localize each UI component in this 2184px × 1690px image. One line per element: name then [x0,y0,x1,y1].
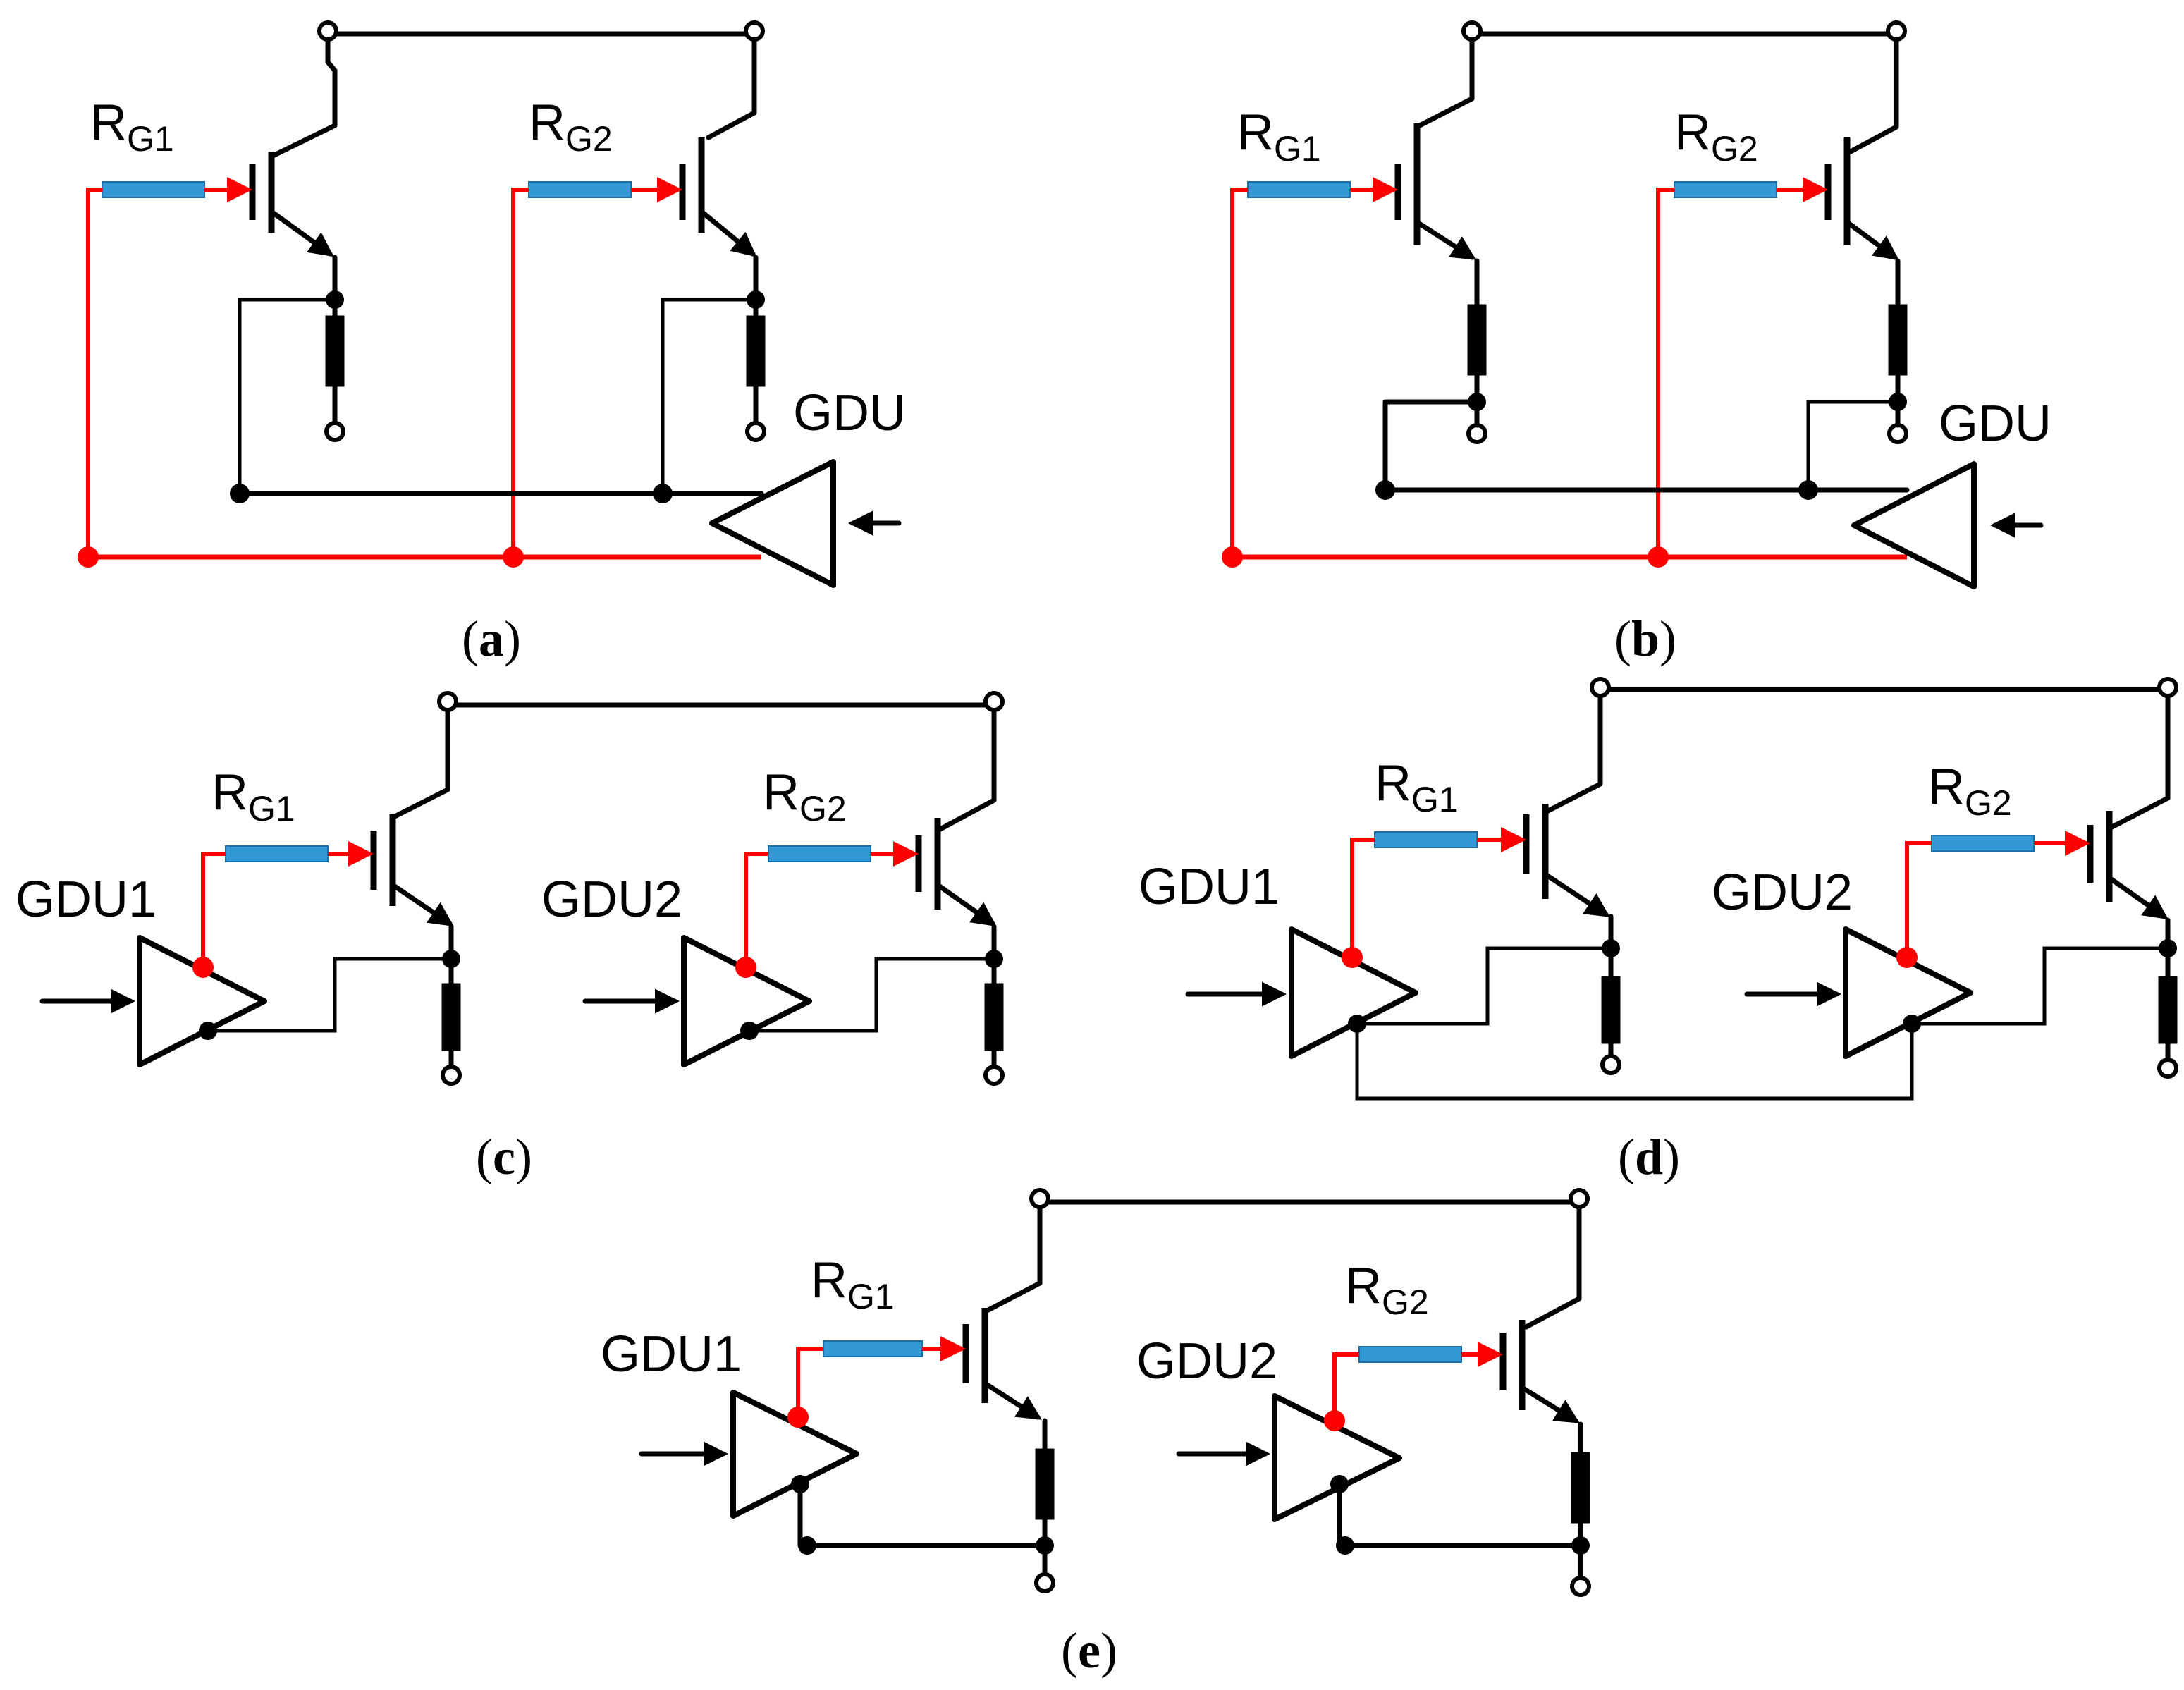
caption-e: (e) [1061,1622,1117,1679]
panel-d: GDU1 GDU2 RG1 RG2 (d) [1139,677,2178,1185]
panel-b: GDU RG1 RG2 (b) [1222,20,2051,667]
collector-bus [1542,677,2178,831]
igbt-1 [249,152,345,442]
driver-reference-link [1355,1024,1914,1101]
igbt-2 [915,818,1005,1086]
igbt-2 [1499,1320,1591,1597]
igbt-1 [1523,804,1621,1075]
gate-resistor-2 [1332,1342,1503,1421]
gate-driver-gdu2 [582,935,994,1067]
gate-resistor-1 [796,1336,966,1417]
collector-bus [269,20,765,159]
gate-driver-gdu2 [1176,1393,1583,1555]
gate-driver-gdu [709,459,902,588]
panel-c: GDU1 GDU2 RG1 RG2 (c) [16,691,1005,1185]
igbt-2 [2087,811,2178,1079]
rg2-label: RG2 [1345,1258,1429,1322]
gdu2-label: GDU2 [541,871,682,928]
gate-driver-gdu1 [1185,926,1611,1059]
collector-bus [1414,20,1907,154]
emitter-return-1 [238,298,335,494]
gdu1-label: GDU1 [1139,859,1280,915]
rg1-label: RG1 [811,1252,895,1316]
caption-a: (a) [462,611,521,667]
rg2-label: RG2 [1928,759,2012,823]
rg1-label: RG1 [90,94,174,159]
rg2-label: RG2 [1674,104,1758,169]
emitter-return-2 [661,298,756,494]
igbt-1 [962,1308,1055,1593]
emitter-return-1 [1382,399,1480,493]
gdu-label: GDU [1939,396,2051,452]
gate-driver-gdu1 [39,935,451,1067]
gdu2-label: GDU2 [1712,864,1853,921]
gate-resistor-1 [1350,827,1526,957]
rg2-label: RG2 [529,94,613,159]
gate-driver-gdu2 [1744,926,2168,1059]
igbt-1 [1394,123,1487,444]
gdu1-label: GDU1 [16,871,157,928]
collector-bus [983,1188,1590,1330]
gdu2-label: GDU2 [1136,1333,1277,1390]
rg1-label: RG1 [211,764,295,828]
gate-resistor-1 [1230,177,1398,557]
caption-d: (d) [1618,1129,1680,1185]
caption-c: (c) [476,1129,532,1185]
gate-resistor-2 [744,841,919,967]
rg2-label: RG2 [763,764,847,828]
emitter-return-2 [1806,400,1898,490]
panel-e: GDU1 GDU2 RG1 RG2 (e) [601,1188,1591,1679]
gate-resistor-2 [1656,177,1828,557]
gdu1-label: GDU1 [601,1326,742,1383]
rg1-label: RG1 [1237,104,1321,169]
gate-resistor-2 [511,177,682,557]
igbt-2 [1824,137,1908,444]
gate-resistor-2 [1905,831,2090,957]
gate-resistor-1 [201,841,374,967]
collector-bus [392,691,1005,833]
panel-a: GDU RG1 RG2 (a) [78,20,906,667]
rg1-label: RG1 [1375,755,1459,819]
igbt-2 [679,137,766,442]
gate-resistor-1 [86,177,252,557]
gdu-label: GDU [793,385,906,441]
gate-driver-gdu [1851,461,2044,589]
gate-driver-gdu1 [639,1390,1048,1555]
igbt-1 [370,814,462,1086]
caption-b: (b) [1614,611,1676,667]
